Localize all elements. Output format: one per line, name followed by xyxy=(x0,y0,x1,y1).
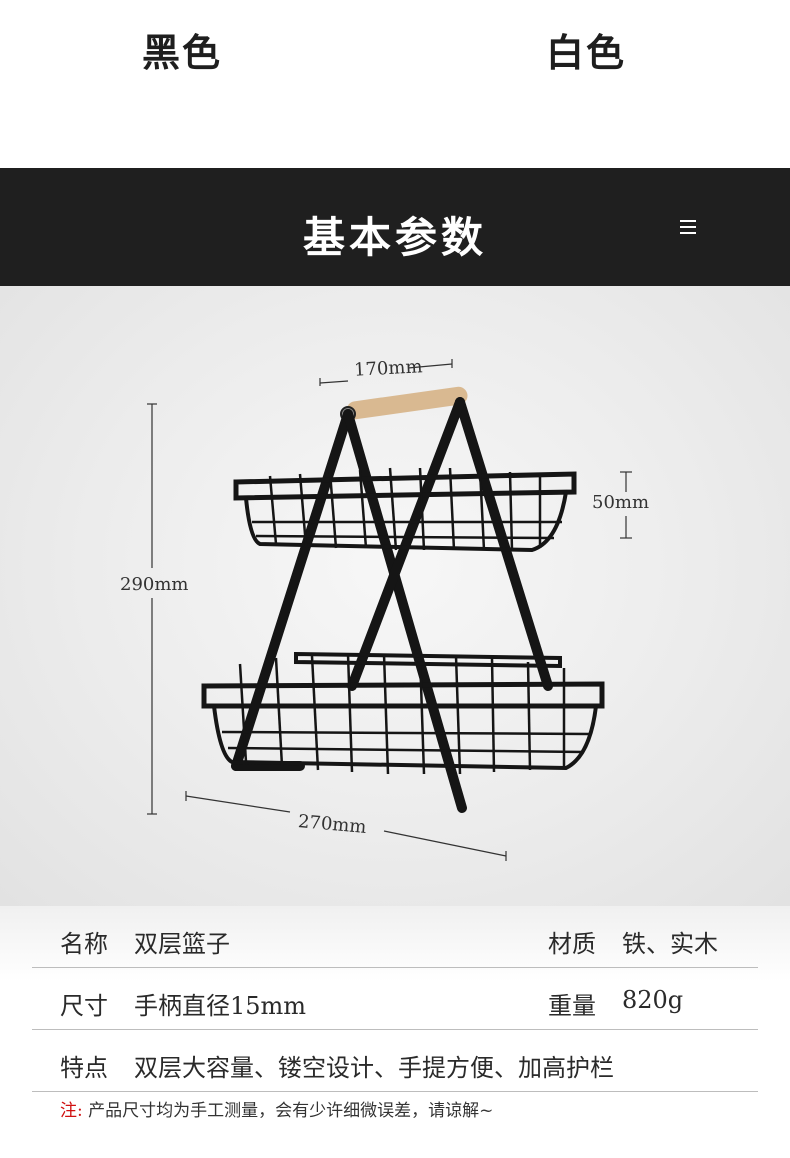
spec-label-weight: 重量 xyxy=(548,992,596,1020)
dimension-basket-height: 50mm xyxy=(592,492,650,513)
spec-label-size: 尺寸 xyxy=(60,992,108,1020)
dimension-total-height: 290mm xyxy=(120,574,189,595)
spec-value-size: 手柄直径15mm xyxy=(134,992,307,1020)
spec-row: 名称 双层篮子 材质 铁、实木 xyxy=(32,906,758,968)
spec-value-feature: 双层大容量、镂空设计、手提方便、加高护栏 xyxy=(134,1054,614,1082)
spec-value-name: 双层篮子 xyxy=(134,930,230,958)
spec-row: 尺寸 手柄直径15mm 重量 820g xyxy=(32,968,758,1030)
section-banner: 基本参数 xyxy=(0,168,790,286)
spec-value-weight: 820g xyxy=(622,986,684,1014)
spec-label-material: 材质 xyxy=(548,930,596,958)
color-option-white[interactable]: 白色 xyxy=(546,30,627,75)
measurement-note: 注: 产品尺寸均为手工测量，会有少许细微误差，请谅解~ xyxy=(60,1096,493,1121)
color-options: 黑色 白色 xyxy=(0,0,790,168)
product-image: 170mm 50mm 290mm 270mm xyxy=(0,286,790,906)
color-option-black[interactable]: 黑色 xyxy=(142,30,223,75)
upper-basket xyxy=(233,467,577,553)
spec-table: 名称 双层篮子 材质 铁、实木 尺寸 手柄直径15mm 重量 820g 特点 双… xyxy=(0,906,790,1158)
note-text: 产品尺寸均为手工测量，会有少许细微误差，请谅解~ xyxy=(88,1101,494,1121)
dimension-top-width: 170mm xyxy=(353,356,424,381)
dimension-lines xyxy=(147,359,632,861)
basket-frame xyxy=(231,397,553,813)
basket-illustration xyxy=(147,359,632,861)
note-prefix: 注: xyxy=(60,1101,83,1121)
menu-icon[interactable] xyxy=(680,220,696,236)
spec-label-name: 名称 xyxy=(60,930,108,958)
spec-value-material: 铁、实木 xyxy=(622,930,718,958)
spec-row: 特点 双层大容量、镂空设计、手提方便、加高护栏 xyxy=(32,1030,758,1092)
spec-label-feature: 特点 xyxy=(60,1054,108,1082)
section-title: 基本参数 xyxy=(302,213,487,262)
lower-basket xyxy=(201,651,605,775)
